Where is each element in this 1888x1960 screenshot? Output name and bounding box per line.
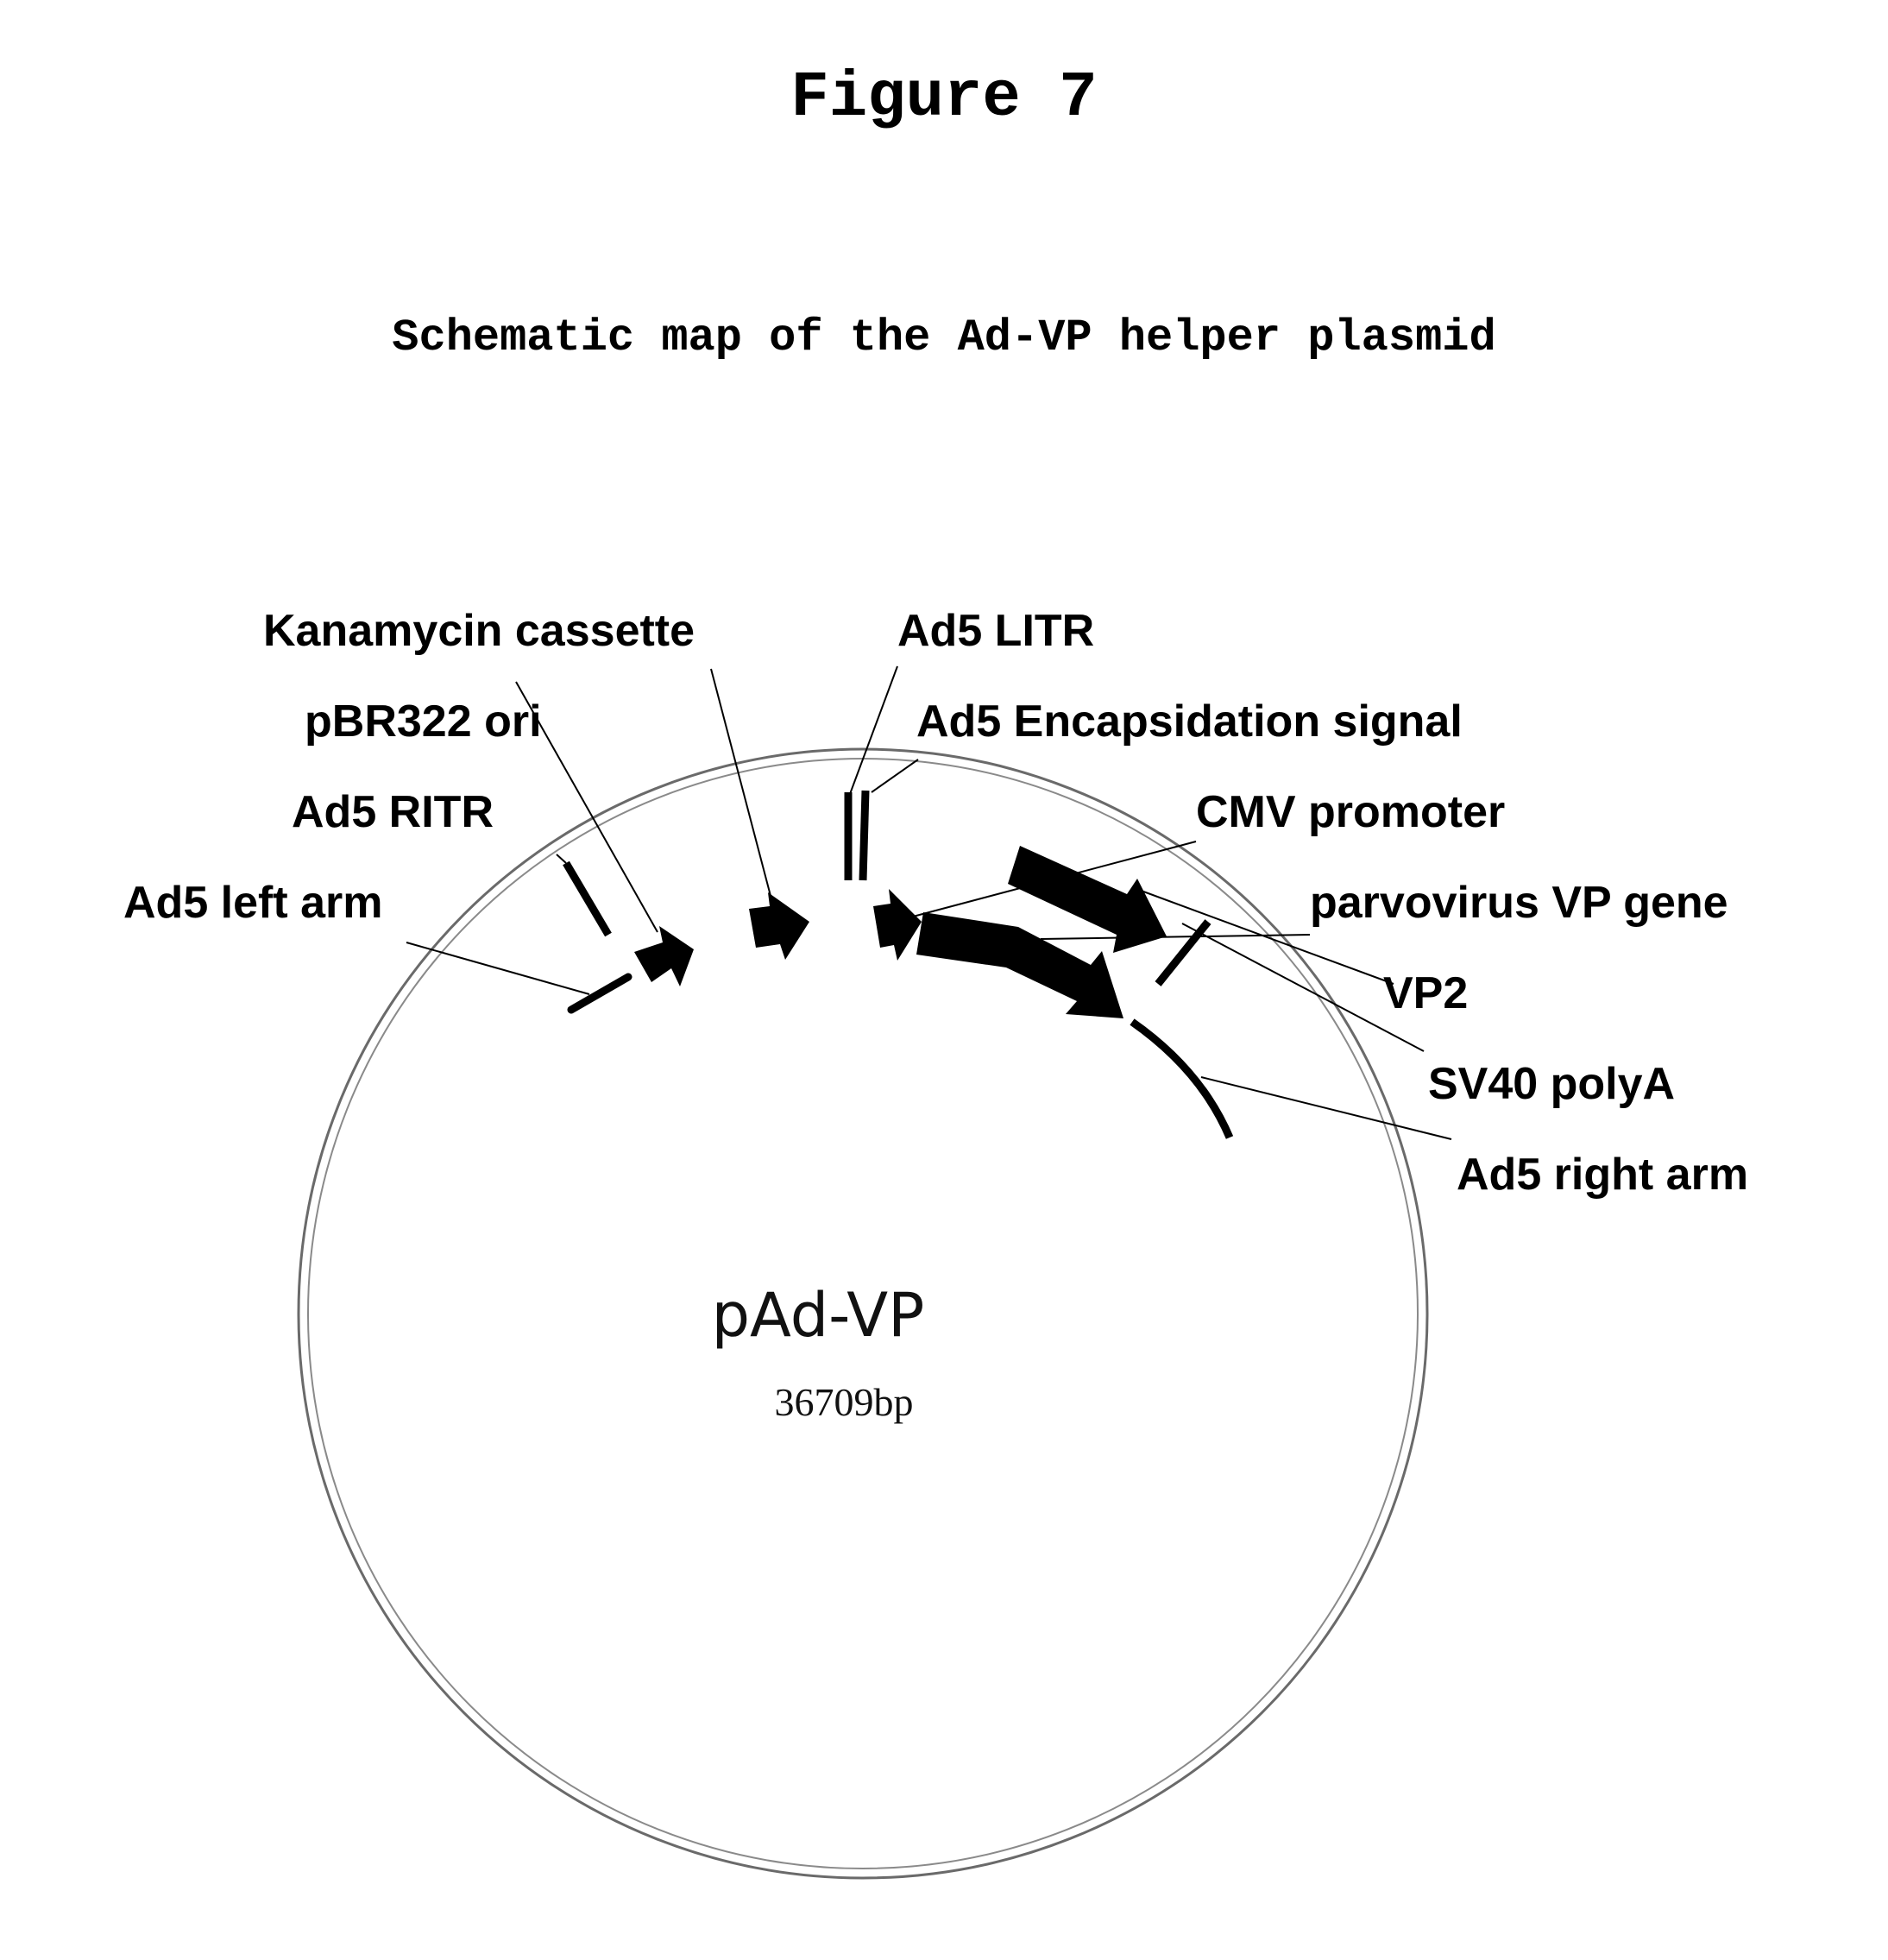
label-ad5-left-arm: Ad5 left arm [123,878,383,928]
plasmid-size: 36709bp [775,1380,914,1424]
cmv-promoter-arrow [873,889,922,961]
label-cmv-promoter: CMV promoter [1196,787,1505,837]
ad5-ritr-marker [566,863,608,935]
plasmid-name: pAd-VP [712,1280,925,1351]
sv40-polya-marker [1158,922,1208,984]
ad5-litr-marker [848,791,865,880]
label-kanamycin-cassette: Kanamycin cassette [263,606,695,656]
label-ad5-litr: Ad5 LITR [897,606,1094,656]
label-ad5-right-arm: Ad5 right arm [1457,1150,1748,1200]
label-vp2: VP2 [1383,968,1468,1018]
label-sv40-polya: SV40 polyA [1428,1059,1675,1109]
label-pbr322-ori: pBR322 ori [305,696,542,747]
kanamycin-cassette-arrow [749,892,809,960]
label-ad5-encapsidation-signal: Ad5 Encapsidation signal [916,696,1463,747]
parvovirus-vp-gene-arrow [916,912,1123,1018]
label-parvovirus-vp-gene: parvovirus VP gene [1310,878,1728,928]
pbr322-ori-arrow [634,926,694,986]
ad5-left-arm-segment [571,977,628,1010]
label-ad5-ritr: Ad5 RITR [292,787,494,837]
